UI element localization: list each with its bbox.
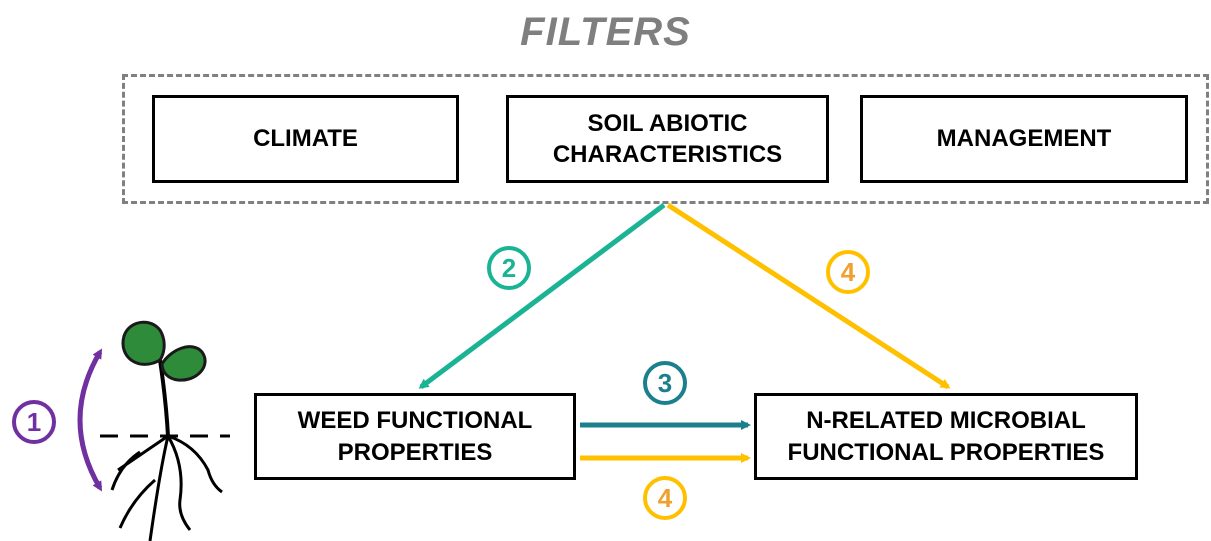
filters-dashed-frame [122, 74, 1209, 204]
badge-4-upper-label: 4 [841, 257, 856, 287]
double-arrow-plant-soil [77, 348, 103, 492]
soil-abiotic-box: SOIL ABIOTIC CHARACTERISTICS [506, 95, 829, 183]
filters-title: FILTERS [520, 10, 691, 54]
seedling-icon [110, 320, 223, 541]
badge-2: 2 [487, 246, 531, 290]
microbial-functional-box: N-RELATED MICROBIAL FUNCTIONAL PROPERTIE… [754, 393, 1138, 480]
badge-4-upper: 4 [826, 250, 870, 294]
badge-4-lower: 4 [643, 476, 687, 520]
management-box: MANAGEMENT [860, 95, 1188, 183]
badge-4-lower-label: 4 [658, 483, 673, 513]
badge-3: 3 [643, 361, 687, 405]
badge-2-label: 2 [502, 253, 516, 283]
weed-functional-box: WEED FUNCTIONAL PROPERTIES [254, 393, 576, 480]
badge-1-label: 1 [27, 407, 41, 437]
badge-3-label: 3 [658, 368, 672, 398]
arrow-filters-to-microbial [666, 202, 951, 390]
badge-1: 1 [12, 400, 56, 444]
arrow-filters-to-weed [418, 202, 666, 390]
climate-box: CLIMATE [152, 95, 459, 183]
